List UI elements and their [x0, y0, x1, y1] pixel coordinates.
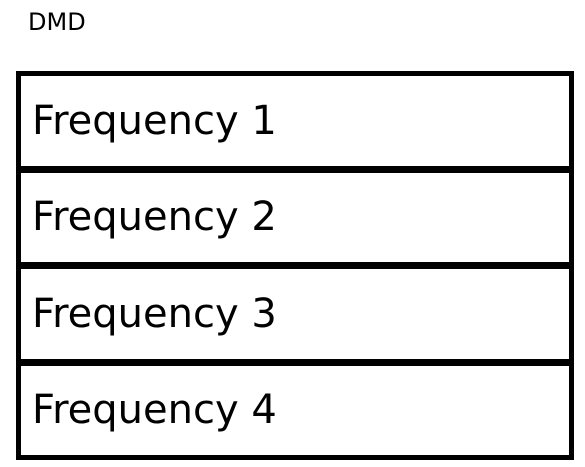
frequency-stack: Frequency 1 Frequency 2 Frequency 3 Freq…: [16, 71, 574, 460]
frequency-row-2: Frequency 2: [21, 165, 569, 263]
frequency-row-4: Frequency 4: [21, 358, 569, 456]
frequency-label-2: Frequency 2: [32, 194, 277, 241]
diagram-title: DMD: [28, 8, 86, 36]
frequency-row-3: Frequency 3: [21, 262, 569, 359]
frequency-label-4: Frequency 4: [32, 387, 277, 434]
frequency-label-1: Frequency 1: [32, 97, 277, 144]
frequency-row-1: Frequency 1: [21, 76, 569, 166]
frequency-label-3: Frequency 3: [32, 290, 277, 337]
